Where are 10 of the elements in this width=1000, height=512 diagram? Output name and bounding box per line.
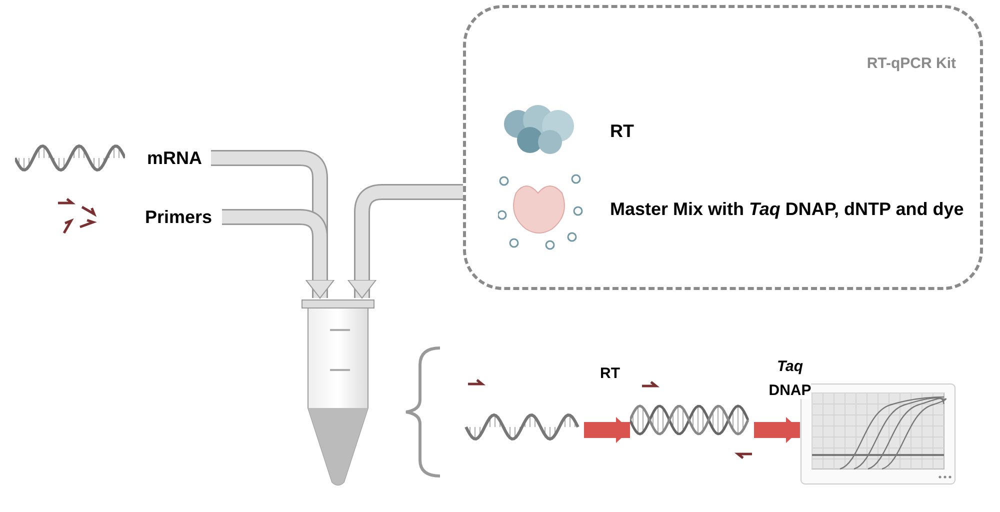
kit-group-box — [463, 5, 983, 290]
flow-arrow — [222, 209, 334, 298]
node-label: RT-qPCR Kit — [866, 55, 956, 72]
flow-arrow — [348, 184, 463, 298]
step-arrow — [754, 417, 800, 443]
node-label: Primers — [145, 206, 212, 226]
step-arrow — [584, 417, 630, 443]
node-label: Master Mix with Taq DNAP, dNTP and dye — [610, 199, 964, 219]
node-label: RT — [610, 120, 634, 140]
node-label: mRNA — [147, 148, 202, 168]
